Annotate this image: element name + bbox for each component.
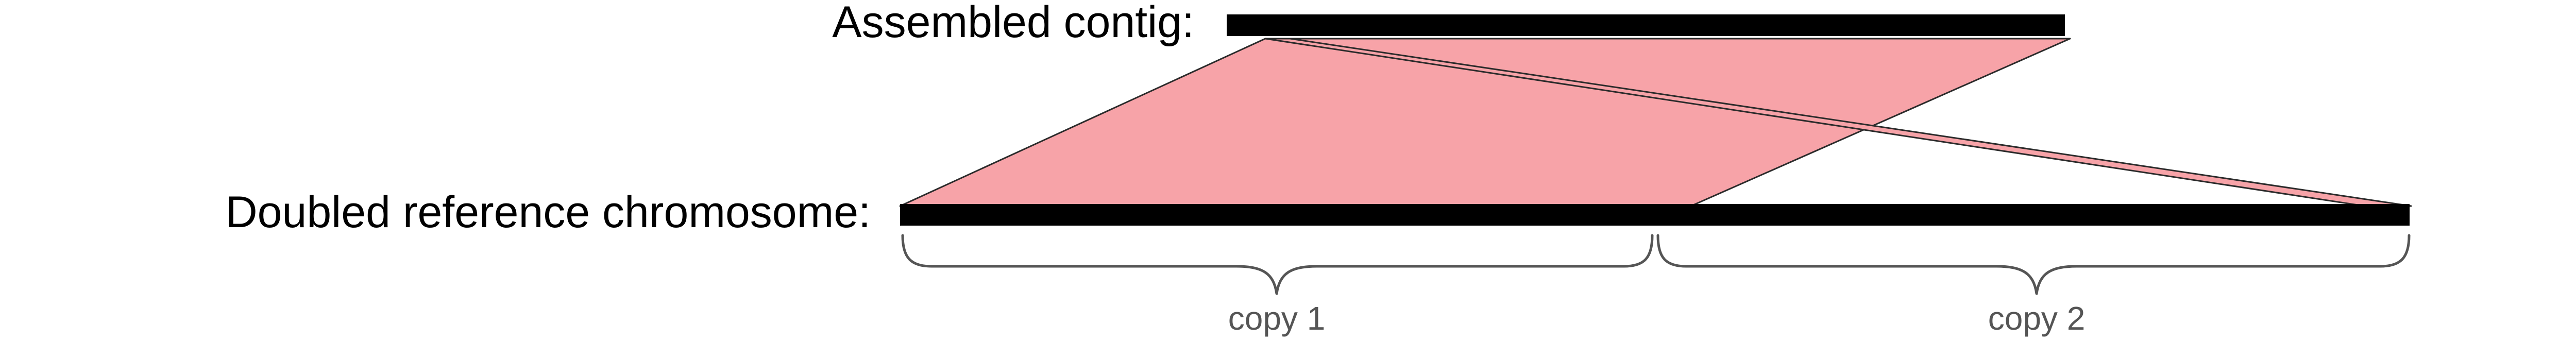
reference-bar [900, 204, 2410, 226]
contig-label: Assembled contig: [832, 0, 1194, 47]
contig-bar [1227, 14, 2065, 36]
copy1-brace [901, 234, 1654, 295]
copy1-label: copy 1 [1228, 300, 1326, 337]
reference-label: Doubled reference chromosome: [226, 187, 871, 237]
alignment-block-main [899, 38, 2071, 207]
alignment-block-sliver [1264, 38, 2412, 207]
copy2-brace [1656, 234, 2411, 295]
copy2-label: copy 2 [1988, 300, 2086, 337]
